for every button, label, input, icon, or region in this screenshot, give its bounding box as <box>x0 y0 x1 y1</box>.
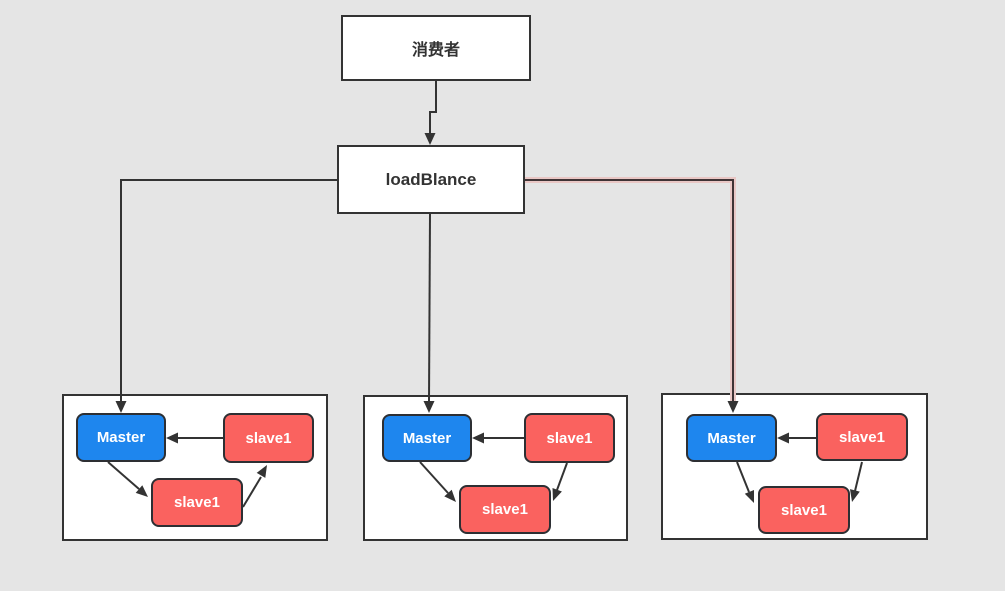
group1-master-node: Master <box>76 413 166 462</box>
connector-consumer-to-loadbalance <box>429 81 437 134</box>
group3-slave-bottom-label: slave1 <box>781 501 827 519</box>
group2-slave-bottom-label: slave1 <box>482 501 528 518</box>
group3-master-node: Master <box>686 414 777 462</box>
arrowhead-g2-slavetop-to-slavebottom <box>552 488 562 501</box>
group3-slave-top-label: slave1 <box>839 428 885 446</box>
connector-g1-slavebottom-to-slavetop <box>242 476 262 508</box>
consumer-label: 消费者 <box>411 42 460 59</box>
connector-loadbalance-to-group3 <box>525 179 734 402</box>
connector-g1-master-to-slavebottom <box>107 461 140 490</box>
arrowhead-g3-slavetop-to-master <box>777 432 789 444</box>
connector-loadbalance-to-group2 <box>428 213 431 403</box>
arrowhead-loadbalance-to-group2 <box>423 401 435 413</box>
connector-g3-master-to-slavebottom <box>736 461 750 493</box>
arrowhead-g2-slavetop-to-master <box>472 432 484 444</box>
connector-loadbalance-to-group3-halo <box>525 177 736 402</box>
group1-slave-top-label: slave1 <box>245 429 292 447</box>
group1-slave-top-node: slave1 <box>223 413 314 463</box>
group2-slave-top-node: slave1 <box>524 413 615 463</box>
group3-slave-bottom-node: slave1 <box>758 486 850 534</box>
arrowhead-g3-master-to-slavebottom <box>744 490 754 503</box>
connector-loadbalance-to-group1 <box>120 179 337 402</box>
group1-master-label: Master <box>96 429 146 446</box>
group3-master-label: Master <box>707 429 756 447</box>
connector-g3-slavetop-to-slavebottom <box>854 461 863 492</box>
arrowhead-loadbalance-to-group3 <box>727 401 739 413</box>
arrowhead-g1-master-to-slavebottom <box>135 485 148 497</box>
arrowhead-g1-slavebottom-to-slavetop <box>256 465 267 478</box>
group1-slave-bottom-label: slave1 <box>174 494 220 511</box>
connector-g2-master-to-slavebottom <box>419 461 449 494</box>
group2-master-label: Master <box>402 429 452 447</box>
group3-slave-top-node: slave1 <box>816 413 908 461</box>
group2-slave-top-label: slave1 <box>546 429 593 447</box>
arrowhead-g1-slavetop-to-master <box>166 432 178 444</box>
arrowhead-g3-slavetop-to-slavebottom <box>850 489 860 502</box>
loadbalance-label: loadBlance <box>385 169 477 189</box>
loadbalance-node: loadBlance <box>337 145 525 214</box>
arrowhead-loadbalance-to-group1 <box>115 401 127 413</box>
group2-slave-bottom-node: slave1 <box>459 485 551 534</box>
consumer-node: 消费者 <box>341 15 531 81</box>
arrowhead-g2-master-to-slavebottom <box>444 489 456 502</box>
arrowhead-consumer-to-loadbalance <box>424 133 436 145</box>
group1-slave-bottom-node: slave1 <box>151 478 243 527</box>
group2-master-node: Master <box>382 414 472 462</box>
connector-g2-slavetop-to-slavebottom <box>556 462 568 491</box>
